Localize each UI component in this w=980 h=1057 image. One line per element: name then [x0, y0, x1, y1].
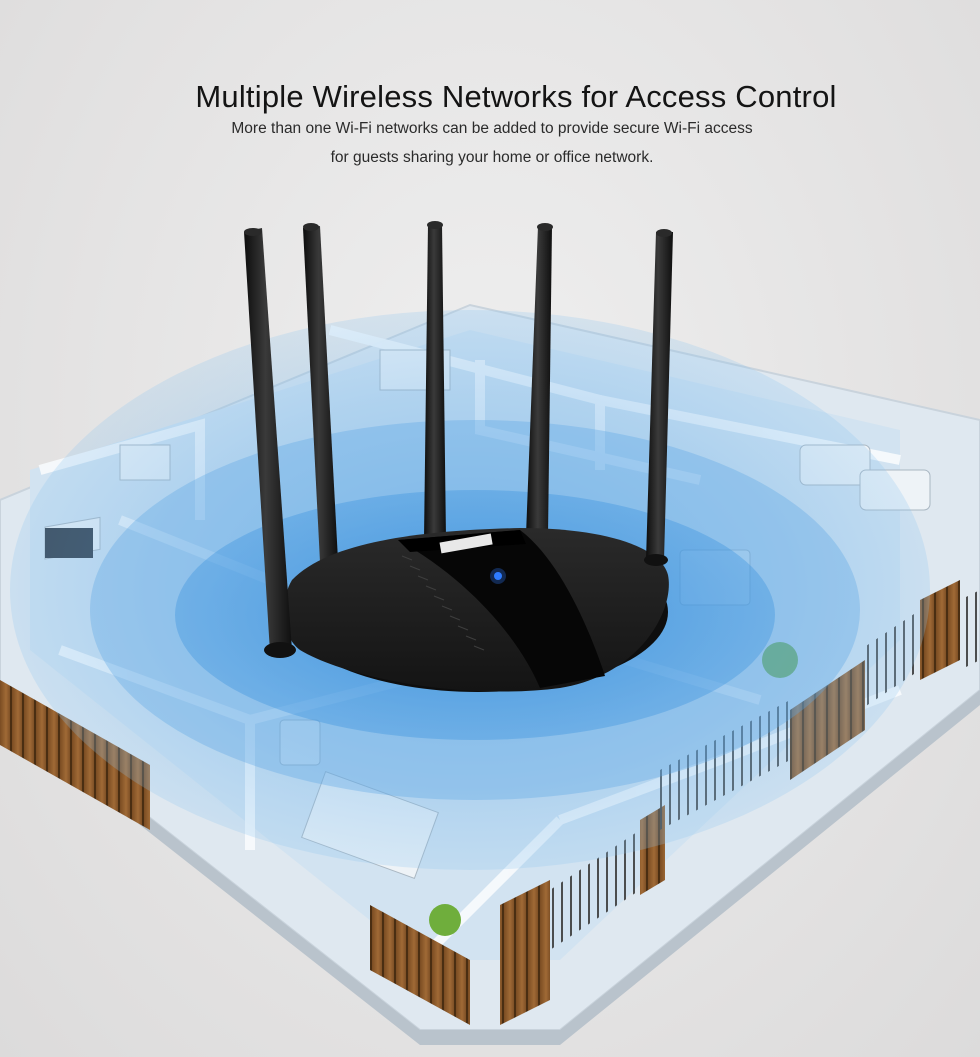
router — [244, 221, 673, 692]
page-title: Multiple Wireless Networks for Access Co… — [195, 78, 837, 114]
status-led — [494, 572, 502, 580]
subtitle-line-2: for guests sharing your home or office n… — [330, 149, 654, 166]
subtitle-line-1: More than one Wi-Fi networks can be adde… — [231, 120, 753, 137]
